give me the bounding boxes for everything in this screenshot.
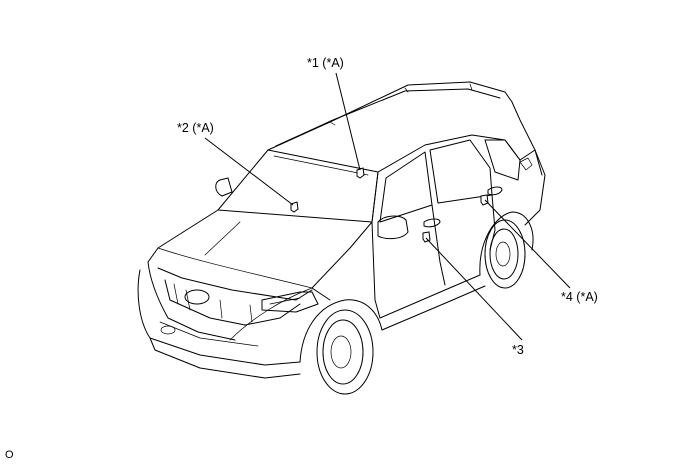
callout-label-4: *4 (*A) [561,290,598,304]
vehicle-illustration [137,81,546,395]
callout-label-1: *1 (*A) [307,56,344,70]
figure-code: O [5,449,14,461]
part-marker-3 [422,231,431,243]
leader-line-3 [425,237,523,341]
part-marker-1 [356,167,365,179]
leader-line-2 [204,137,294,206]
part-marker-4 [480,194,489,206]
leader-line-1 [335,72,361,171]
part-marker-2 [290,201,299,213]
leader-line-4 [484,199,571,289]
callout-label-3: *3 [512,343,524,357]
callout-label-2: *2 (*A) [177,121,214,135]
